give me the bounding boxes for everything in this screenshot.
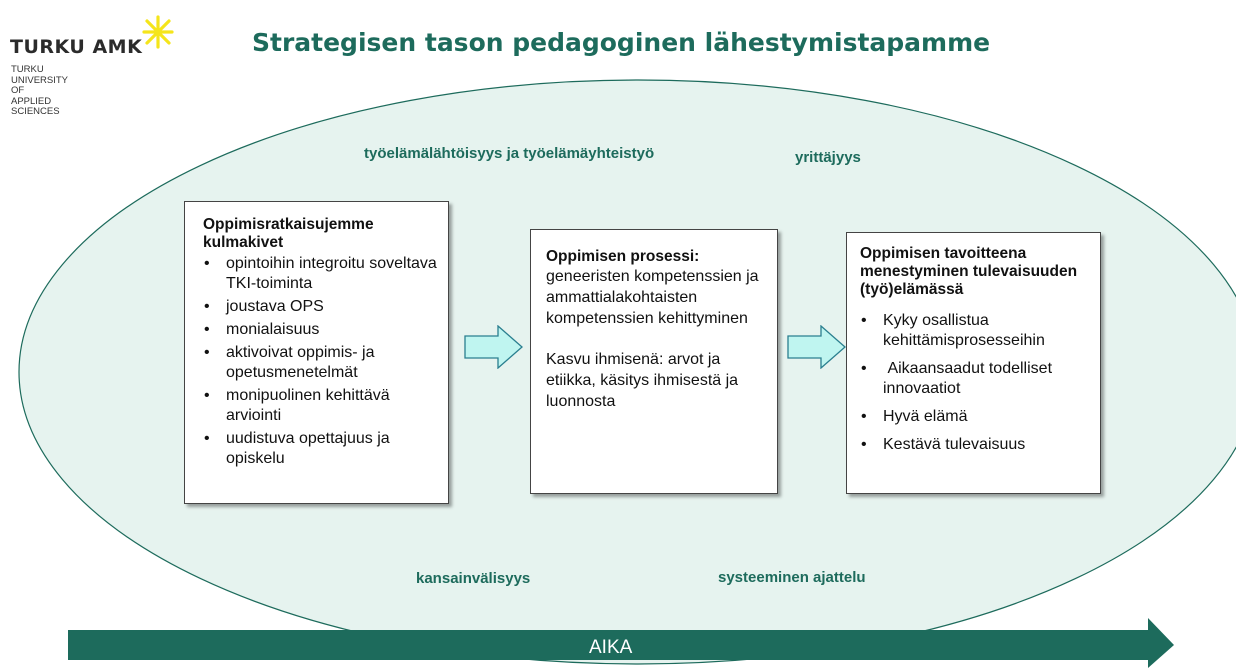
list-item: monipuolinen kehittävä arviointi (203, 386, 438, 426)
logo-subtitle: TURKU UNIVERSITY OF APPLIED SCIENCES (11, 64, 68, 117)
list-item: opintoihin integroitu soveltava TKI-toim… (203, 254, 438, 294)
learning-process-text: geneeristen kompetenssien ja ammattialak… (546, 268, 759, 327)
theme-label-entrepreneurship: yrittäjyys (795, 149, 861, 166)
cornerstones-box: Oppimisratkaisujemme kulmakivet opintoih… (184, 201, 449, 504)
list-item: Hyvä elämä (860, 407, 1098, 427)
growth-text: Kasvu ihmisenä: arvot ja etiikka, käsity… (546, 351, 739, 410)
logo-name: TURKU AMK (10, 36, 143, 58)
star-icon (142, 15, 174, 49)
list-item: Aikaansaadut todelliset innovaatiot (860, 359, 1098, 399)
list-item: monialaisuus (203, 320, 438, 340)
page-title: Strategisen tason pedagoginen lähestymis… (252, 28, 991, 57)
flow-arrow-right (464, 325, 523, 369)
learning-process-title: Oppimisen prosessi: (546, 248, 700, 265)
theme-label-systems-thinking: systeeminen ajattelu (718, 569, 866, 586)
list-item: Kyky osallistua kehittämisprosesseihin (860, 311, 1098, 351)
timeline-arrow (68, 618, 1174, 668)
learning-goal-title: Oppimisen tavoitteena menestyminen tulev… (860, 245, 1078, 298)
list-item: joustava OPS (203, 297, 438, 317)
list-item: aktivoivat oppimis- ja opetusmenetelmät (203, 343, 438, 383)
learning-goal-list: Kyky osallistua kehittämisprosesseihin A… (860, 311, 1098, 455)
learning-process-box: Oppimisen prosessi: geneeristen kompeten… (530, 229, 778, 494)
flow-arrow-right (787, 325, 846, 369)
timeline-label: AIKA (589, 637, 633, 658)
list-item: uudistuva opettajuus ja opiskelu (203, 429, 438, 469)
theme-label-working-life: työelämälähtöisyys ja työelämäyhteistyö (364, 145, 655, 162)
cornerstones-list: opintoihin integroitu soveltava TKI-toim… (203, 254, 438, 469)
learning-goal-box: Oppimisen tavoitteena menestyminen tulev… (846, 232, 1101, 494)
list-item: Kestävä tulevaisuus (860, 435, 1098, 455)
cornerstones-title: Oppimisratkaisujemme kulmakivet (203, 216, 374, 251)
theme-label-internationality: kansainvälisyys (416, 570, 531, 587)
